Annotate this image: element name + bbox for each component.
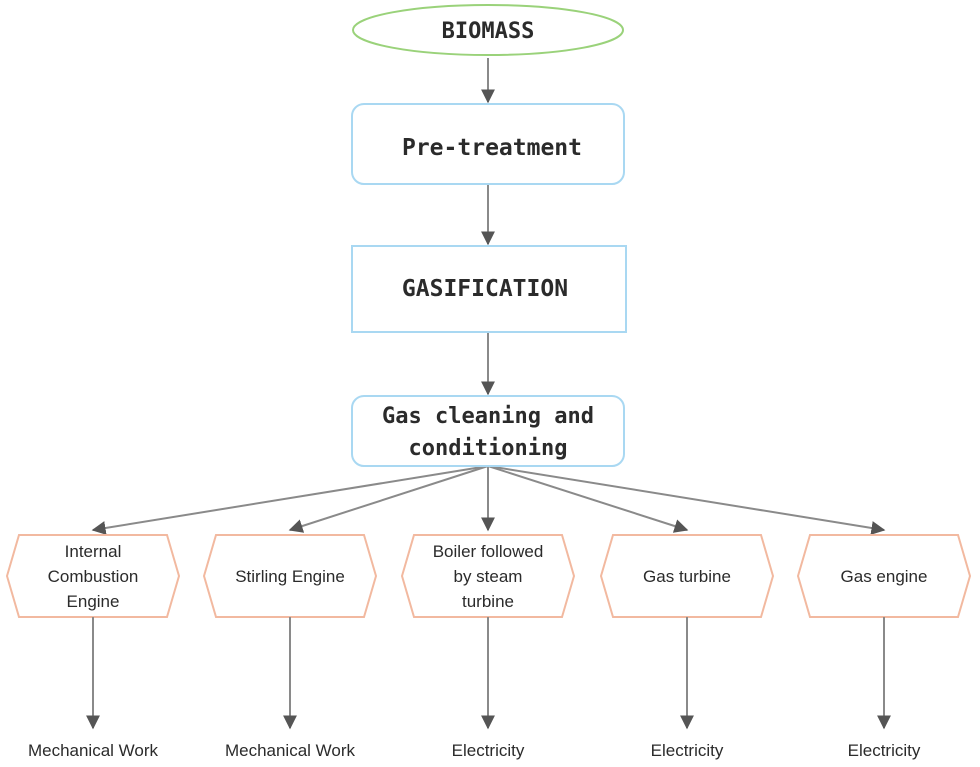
arrow-gas-cleaning-to-gas-turbine <box>487 465 689 533</box>
gasification-node-label: GASIFICATION <box>402 276 568 302</box>
technology-node-shape-stirling-engine <box>202 534 378 618</box>
fan-out-arrows <box>91 465 886 535</box>
technology-node-label-internal-combustion-engine-line-1: Internal <box>65 542 122 561</box>
technology-node-label-gas-turbine-line-1: Gas turbine <box>643 567 731 586</box>
gas-cleaning-label-line-1: Gas cleaning and <box>382 404 594 429</box>
arrow-gas-cleaning-to-gas-engine <box>487 465 886 535</box>
technology-node-label-boiler-followed-by-steam-turbine-line-1: Boiler followed <box>433 542 544 561</box>
output-label-gas-turbine: Electricity <box>651 741 724 760</box>
arrow-gas-cleaning-to-internal-combustion-engine <box>91 465 489 535</box>
pretreatment-node-label: Pre-treatment <box>402 135 582 161</box>
technology-node-shape-internal-combustion-engine <box>5 534 181 618</box>
biomass-node-shape <box>352 4 624 56</box>
technology-node-shape-boiler-followed-by-steam-turbine <box>400 534 576 618</box>
arrow-gas-cleaning-to-stirling-engine <box>288 465 489 533</box>
technology-node-shape-gas-turbine <box>599 534 775 618</box>
pretreatment-node-shape <box>351 103 625 185</box>
output-label-gas-engine: Electricity <box>848 741 921 760</box>
gas-cleaning-node-shape <box>351 395 625 467</box>
output-label-stirling-engine: Mechanical Work <box>225 741 356 760</box>
technology-node-shape-gas-engine <box>796 534 972 618</box>
gas-cleaning-label-line-2: conditioning <box>409 436 568 461</box>
output-label-boiler-followed-by-steam-turbine: Electricity <box>452 741 525 760</box>
technology-node-label-boiler-followed-by-steam-turbine-line-3: turbine <box>462 592 514 611</box>
technology-node-label-internal-combustion-engine-line-2: Combustion <box>48 567 139 586</box>
biomass-node-label: BIOMASS <box>442 19 535 44</box>
technology-node-label-boiler-followed-by-steam-turbine-line-2: by steam <box>454 567 523 586</box>
technology-node-label-gas-engine-line-1: Gas engine <box>841 567 928 586</box>
gasification-node-shape <box>351 245 627 333</box>
technology-node-label-internal-combustion-engine-line-3: Engine <box>67 592 120 611</box>
technology-node-label-stirling-engine-line-1: Stirling Engine <box>235 567 345 586</box>
output-label-internal-combustion-engine: Mechanical Work <box>28 741 159 760</box>
